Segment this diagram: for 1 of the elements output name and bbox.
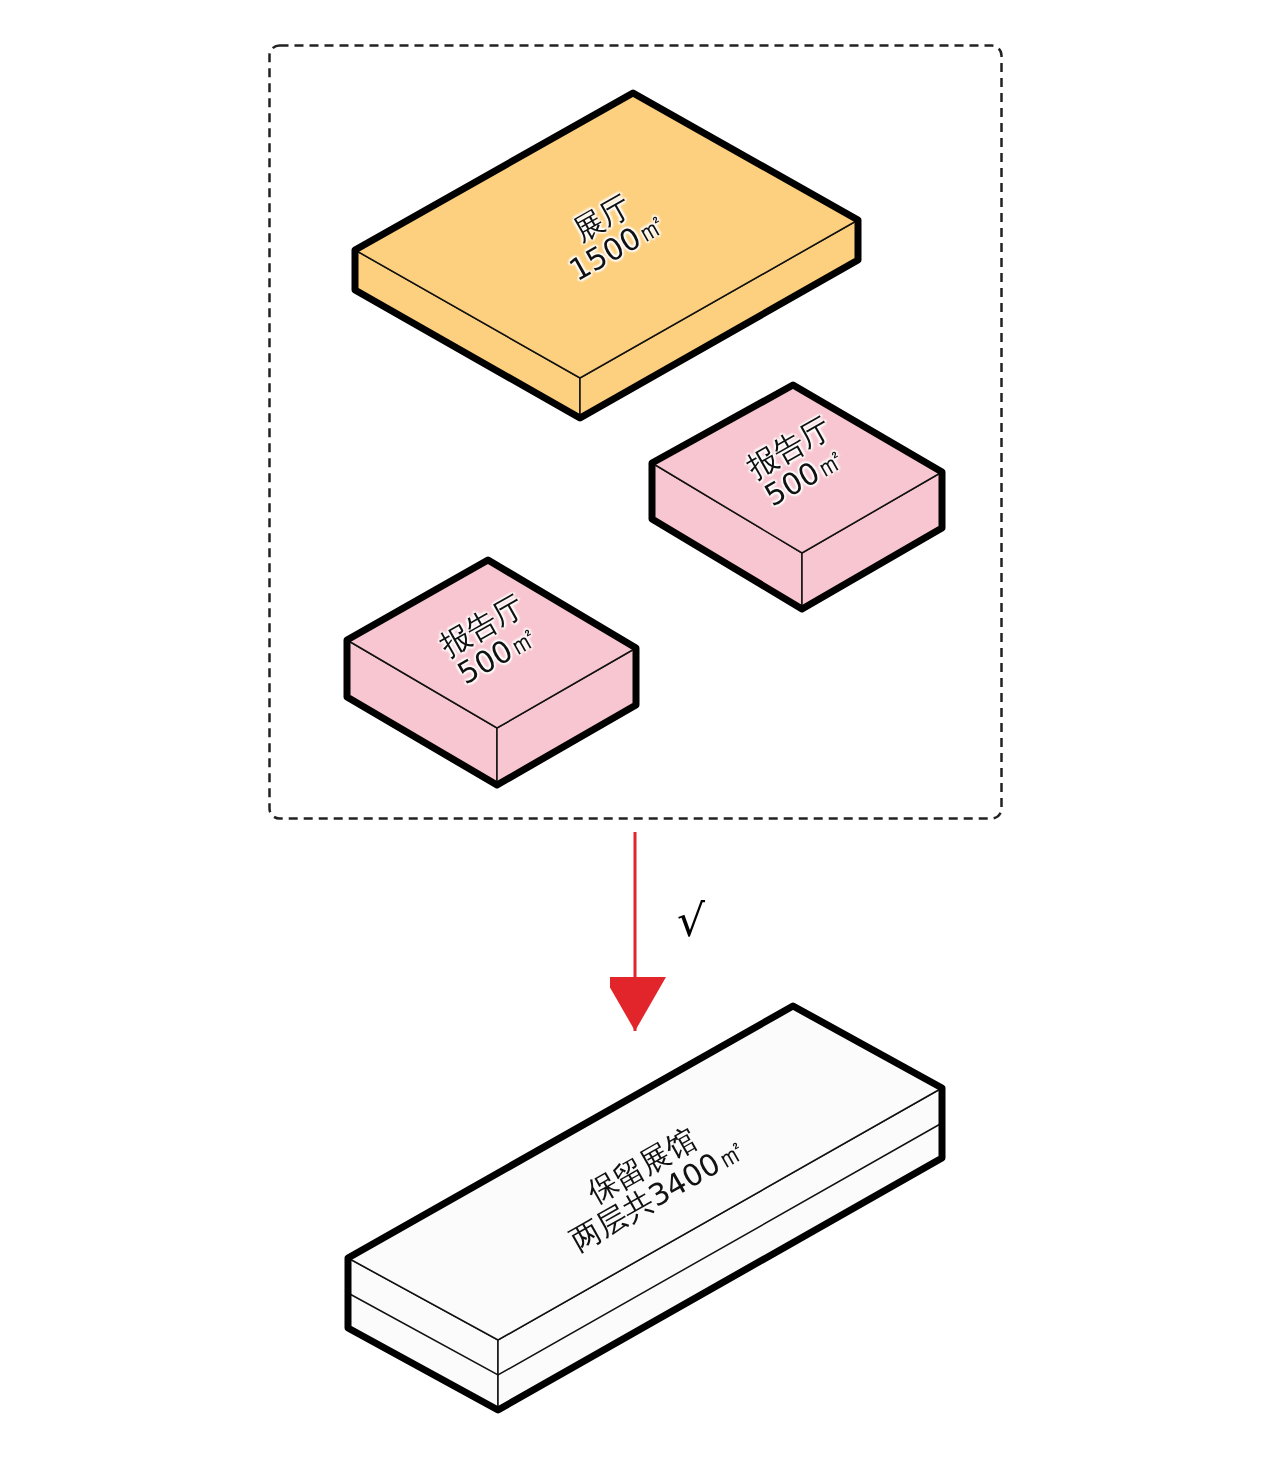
- edge-label: √: [677, 894, 705, 945]
